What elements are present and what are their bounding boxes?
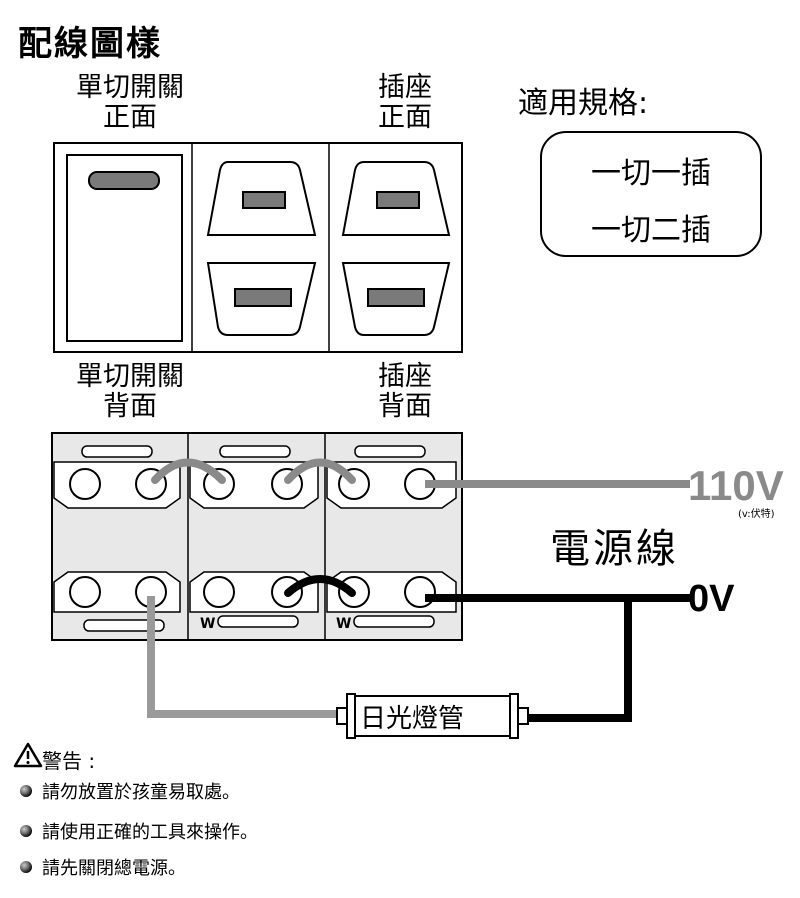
voltage-unit-note: (v:伏特) (738, 509, 775, 520)
live-jumper-wires (151, 458, 356, 484)
bullet-icon (20, 785, 32, 797)
back-panel: W W (51, 432, 463, 641)
neutral-tube-wire (527, 598, 632, 722)
power-line-label: 電源線 (550, 526, 679, 572)
voltage-live-label: 110V (688, 462, 784, 509)
warning-item: 請勿放置於孩童易取處。 (20, 778, 240, 804)
terminal-screw (69, 468, 101, 500)
switch-back-label-line2: 背面 (103, 391, 157, 422)
terminal-mark-w: W (200, 616, 215, 632)
switch-front-label: 單切開關 正面 (60, 73, 200, 133)
socket-back-label-line2: 背面 (378, 391, 432, 422)
warning-item: 請使用正確的工具來操作。 (20, 818, 258, 844)
bullet-icon (20, 825, 32, 837)
spec-item: 一切二插 (591, 213, 711, 248)
warning-text: 請勿放置於孩童易取處。 (42, 782, 240, 803)
socket-front-label-line2: 正面 (378, 102, 432, 133)
switch-front-label-line2: 正面 (103, 102, 157, 133)
switch-back-label: 單切開關 背面 (60, 362, 200, 422)
fluorescent-tube (336, 693, 529, 739)
socket-slot (367, 288, 425, 307)
terminal-screw (203, 468, 235, 500)
warning-item: 請先關閉總電源。 (20, 854, 186, 880)
socket-back-label-line1: 插座 (378, 361, 432, 392)
socket-front-label: 插座 正面 (355, 73, 455, 133)
warning-text: 請使用正確的工具來操作。 (42, 822, 258, 843)
socket-slot (234, 288, 292, 307)
bullet-icon (20, 861, 32, 873)
page-title: 配線圖樣 (18, 24, 162, 64)
socket-front-label-line1: 插座 (378, 72, 432, 103)
spec-box: 一切一插 一切二插 (540, 131, 762, 257)
switch-indicator (88, 171, 160, 190)
socket-slot (242, 191, 286, 209)
warning-text: 請先關閉總電源。 (42, 858, 186, 879)
tube-label: 日光燈管 (360, 704, 465, 734)
spec-item: 一切一插 (591, 156, 711, 191)
neutral-jumper-wire (284, 575, 356, 597)
voltage-neutral-label: 0V (688, 578, 735, 620)
switch-back-label-line1: 單切開關 (76, 361, 184, 392)
warning-title: 警告 : (42, 749, 96, 773)
socket-back-label: 插座 背面 (355, 362, 455, 422)
warning-icon (13, 742, 43, 768)
terminal-screw (69, 576, 101, 608)
switch-tube-wire (147, 596, 345, 718)
terminal-screw (404, 576, 436, 608)
socket-slot (376, 191, 420, 209)
switch-front-label-line1: 單切開關 (76, 72, 184, 103)
terminal-screw (203, 576, 235, 608)
terminal-mark-w: W (336, 616, 351, 632)
spec-title: 適用規格: (518, 86, 649, 121)
front-panel (53, 142, 463, 353)
